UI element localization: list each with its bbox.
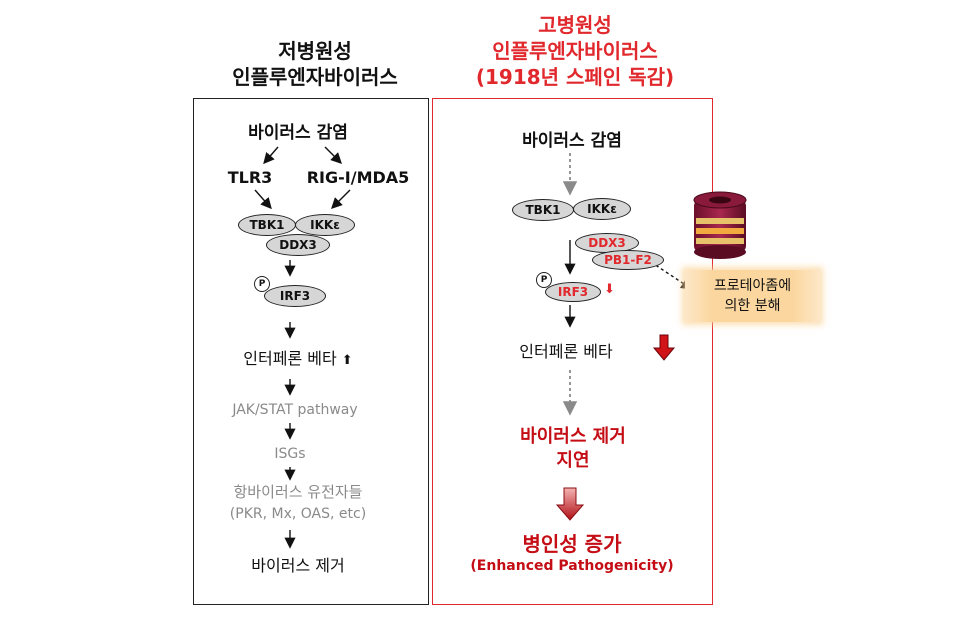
left-phospho-label: P: [258, 279, 266, 289]
right-virus-infection: 바이러스 감염: [522, 131, 622, 151]
right-title-line2: 인플루엔자바이러스: [492, 39, 658, 63]
left-title-line1: 저병원성: [278, 39, 352, 63]
left-title-line2: 인플루엔자바이러스: [232, 65, 398, 89]
left-phospho-marker: P: [254, 276, 270, 292]
right-title-line1: 고병원성: [538, 13, 612, 37]
right-phospho-label: P: [540, 275, 548, 285]
left-ikke-label: IKKε: [310, 218, 340, 232]
right-irf3-oval: IRF3: [545, 282, 601, 302]
left-irf3-label: IRF3: [279, 289, 311, 303]
right-pb1f2-label: PB1-F2: [604, 253, 652, 267]
right-interferon: 인터페론 베타: [519, 342, 613, 361]
proteasome-icon: [693, 191, 747, 259]
right-irf3-down-arrow-icon: ⬇: [604, 282, 615, 297]
right-tbk1-oval: TBK1: [512, 199, 574, 221]
high-pathogenic-panel: [432, 98, 713, 605]
right-ddx3-label: DDX3: [588, 236, 626, 250]
left-irf3-oval: IRF3: [264, 285, 326, 307]
right-ikke-oval: IKKε: [573, 198, 631, 220]
left-ddx3-label: DDX3: [279, 238, 317, 252]
proteasome-line1: 프로테아좀에: [713, 278, 792, 294]
right-ikke-label: IKKε: [587, 202, 617, 216]
right-virus-clear-delay: 바이러스 제거 지연: [520, 425, 626, 473]
right-title-line3: (1918년 스페인 독감): [475, 65, 675, 89]
left-title: 저병원성 인플루엔자바이러스: [200, 38, 430, 90]
left-antiviral-list: (PKR, Mx, OAS, etc): [229, 506, 367, 522]
up-arrow-icon: ⬆: [341, 353, 353, 368]
left-virus-infection: 바이러스 감염: [248, 123, 348, 143]
left-virus-clear: 바이러스 제거: [251, 556, 345, 575]
right-delay-line2: 지연: [556, 450, 590, 471]
low-pathogenic-panel: [193, 98, 429, 605]
left-ikke-oval: IKKε: [295, 214, 355, 236]
left-interferon-label: 인터페론 베타: [243, 349, 337, 368]
right-pb1f2-oval: PB1-F2: [592, 250, 664, 270]
left-tbk1-oval: TBK1: [238, 214, 296, 236]
right-arrows: [555, 153, 693, 521]
right-irf3-label: IRF3: [557, 285, 589, 299]
proteasome-degradation-box: 프로테아좀에 의한 분해: [685, 270, 820, 322]
right-title: 고병원성 인플루엔자바이러스 (1918년 스페인 독감): [445, 12, 705, 90]
left-ddx3-oval: DDX3: [266, 234, 330, 256]
left-isgs: ISGs: [274, 446, 306, 462]
left-tbk1-label: TBK1: [249, 218, 285, 232]
left-interferon: 인터페론 베타 ⬆: [243, 345, 352, 369]
left-jak-stat: JAK/STAT pathway: [232, 402, 358, 418]
right-pathogenicity: 병인성 증가: [522, 532, 622, 556]
left-arrows: [254, 146, 351, 549]
right-delay-line1: 바이러스 제거: [520, 426, 626, 447]
left-tlr3: TLR3: [227, 168, 273, 187]
left-rig-mda5: RIG-I/MDA5: [306, 168, 410, 187]
right-tbk1-label: TBK1: [525, 203, 561, 217]
right-phospho-marker: P: [536, 272, 552, 288]
proteasome-line2: 의한 분해: [724, 298, 781, 314]
left-antiviral-genes: 항바이러스 유전자들: [233, 483, 363, 501]
right-pathogenicity-en: (Enhanced Pathogenicity): [470, 558, 674, 574]
